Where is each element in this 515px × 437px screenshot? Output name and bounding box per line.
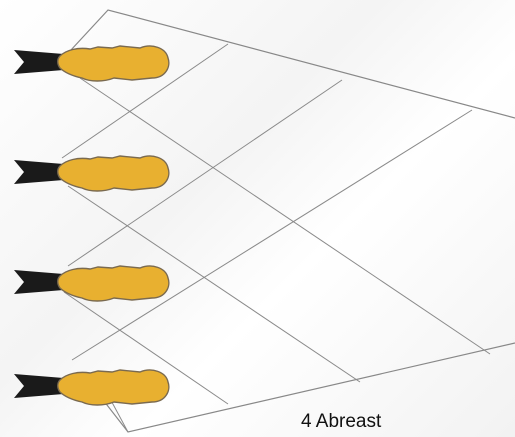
beam-line — [71, 109, 473, 361]
beam-line — [79, 77, 491, 355]
spaceship-icon — [14, 369, 170, 406]
beam-line — [61, 43, 229, 159]
beam-line — [67, 185, 361, 383]
spaceship-icon — [14, 265, 170, 302]
ships — [14, 45, 170, 406]
formation-caption: 4 Abreast — [301, 411, 382, 432]
spaceship-icon — [14, 45, 170, 82]
beam-line — [67, 79, 343, 267]
spaceship-icon — [14, 155, 170, 192]
beam-line — [63, 291, 229, 405]
beam-top-edge — [57, 9, 515, 119]
